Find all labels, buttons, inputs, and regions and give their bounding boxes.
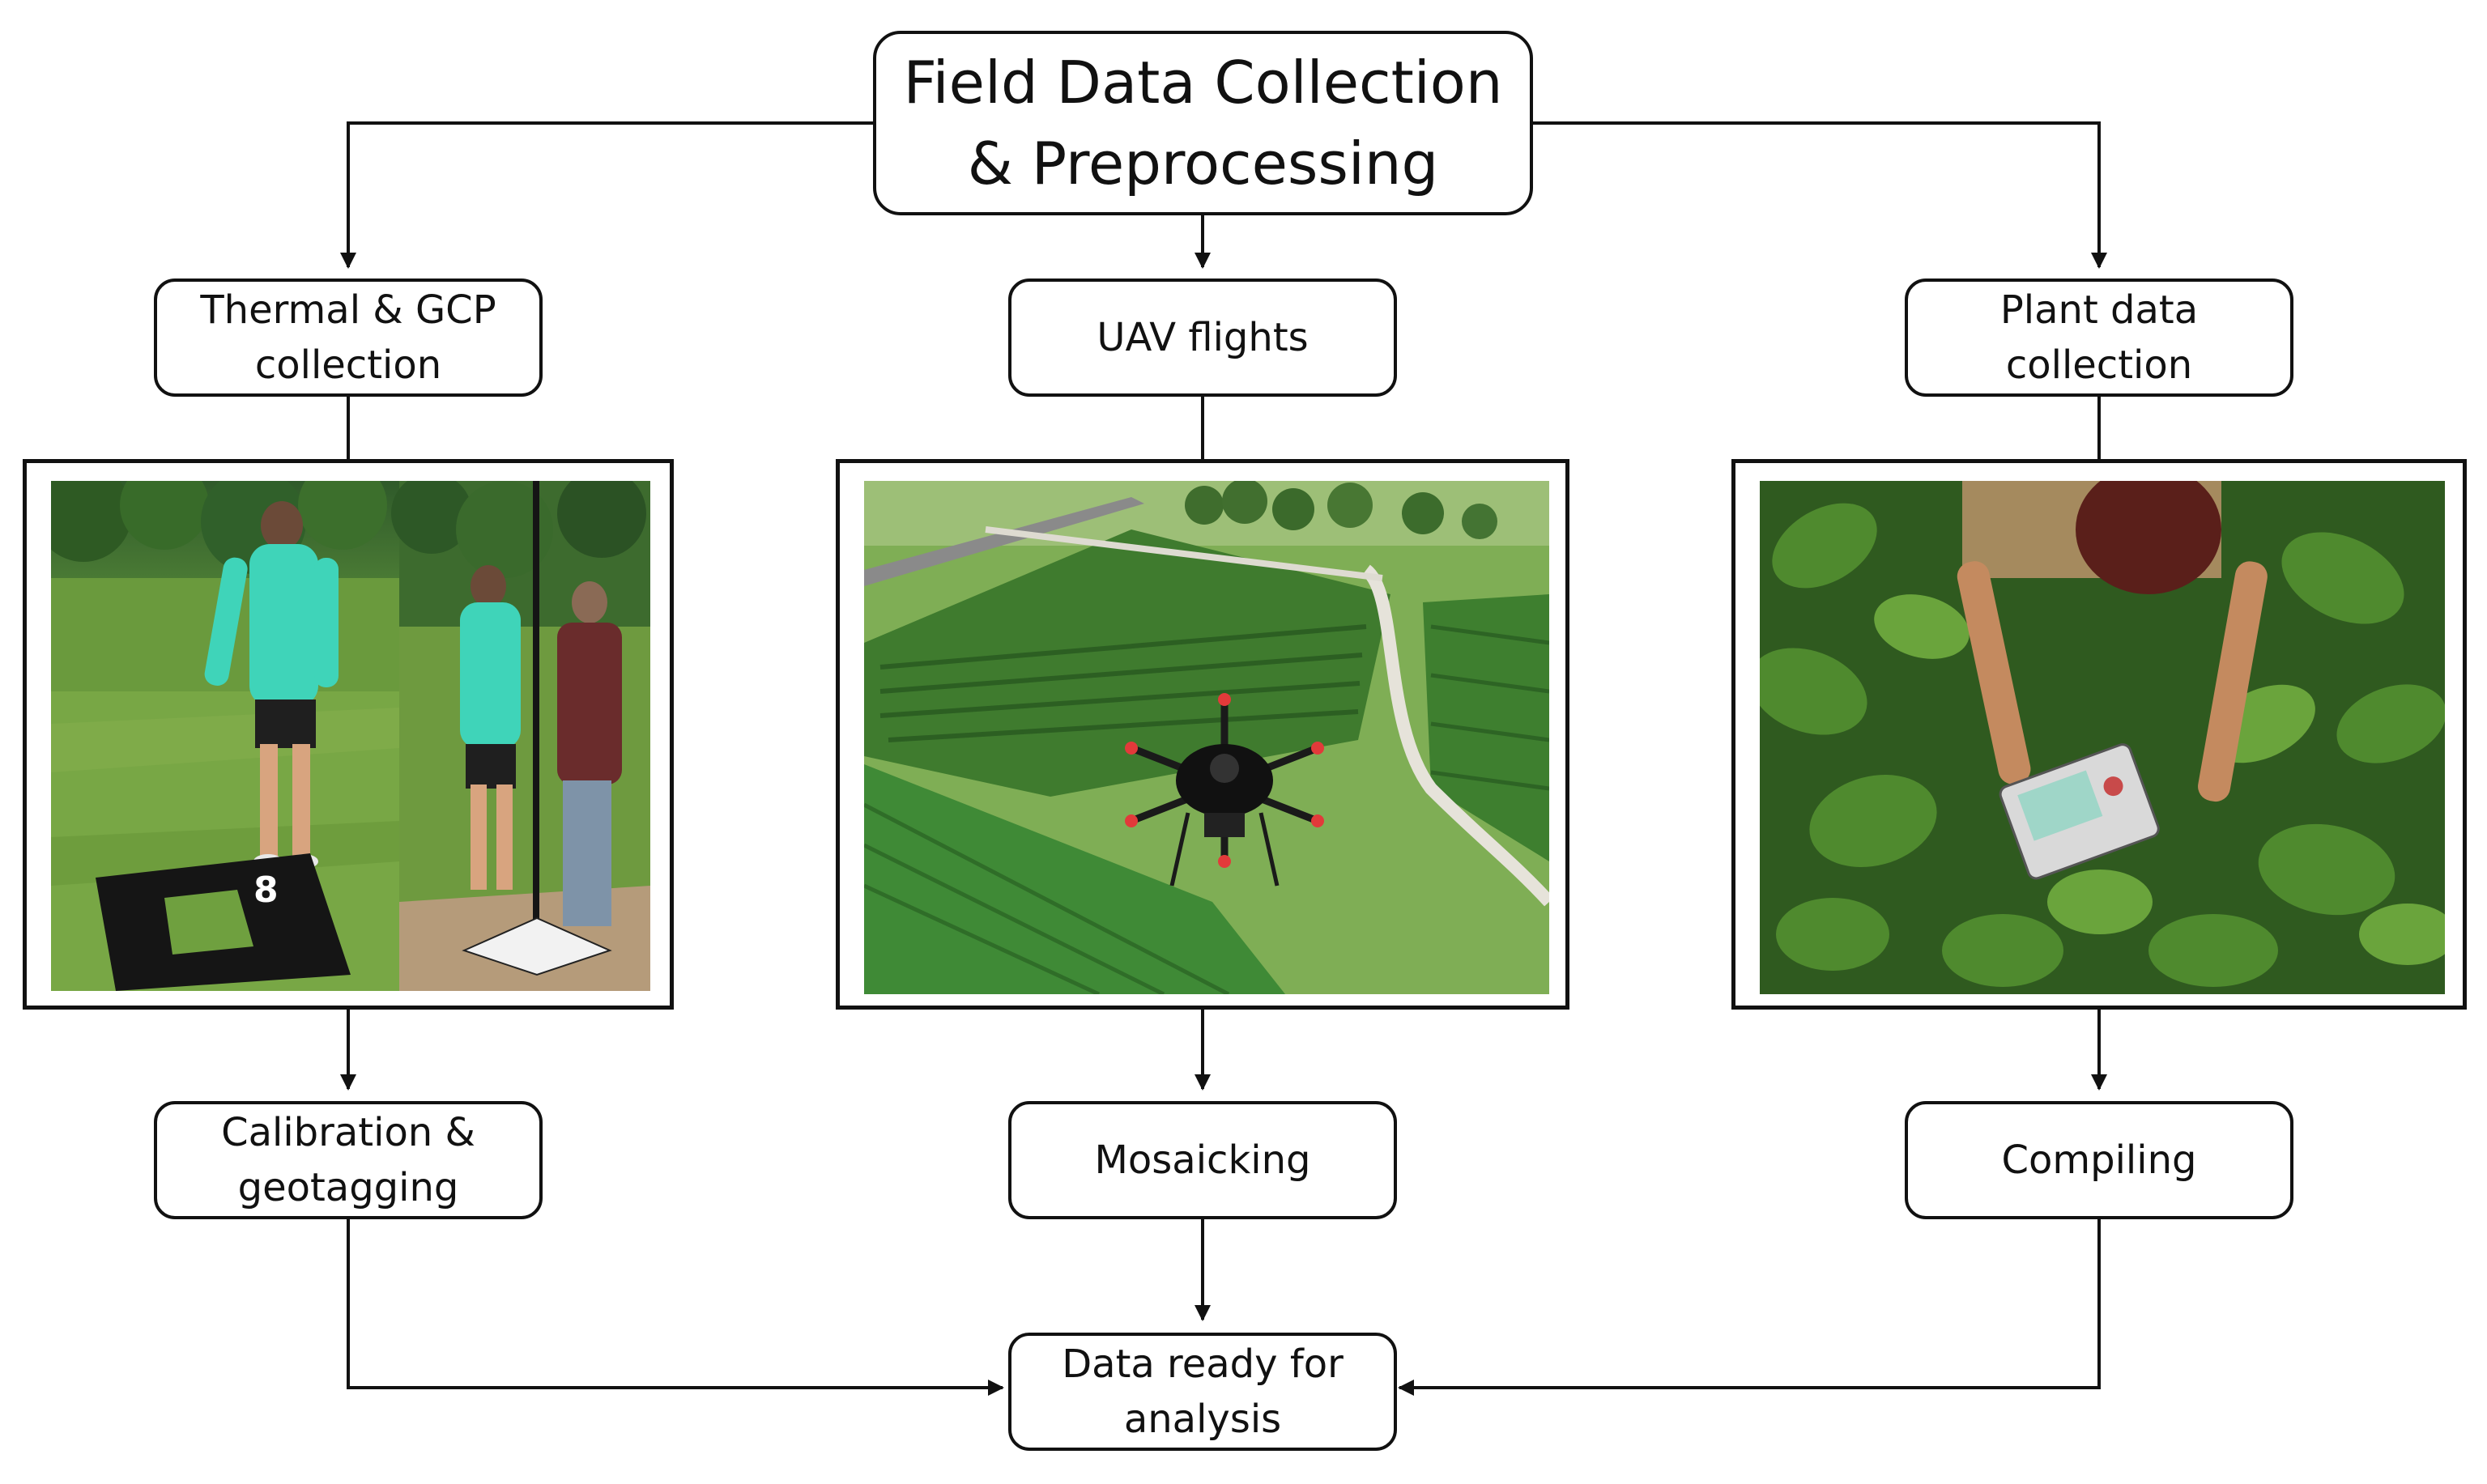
photo-frame-uav (836, 459, 1569, 1010)
photo-uav-drone (864, 481, 1549, 994)
photo-frame-plant (1731, 459, 2467, 1010)
node-compiling: Compiling (1905, 1101, 2293, 1219)
title-line-2: & Preprocessing (967, 130, 1439, 198)
node-data-ready: Data ready for analysis (1008, 1333, 1397, 1451)
node-uav-label: UAV flights (1097, 315, 1309, 360)
node-final-line-2: analysis (1123, 1397, 1282, 1442)
node-uav-flights: UAV flights (1008, 279, 1397, 397)
arrow-calibration-to-final (347, 1217, 1004, 1396)
node-thermal-gcp: Thermal & GCP collection (154, 279, 543, 397)
node-mosaicking-label: Mosaicking (1094, 1137, 1311, 1183)
gcp-marker-number: 8 (253, 870, 279, 911)
photo-thermal-gcp: 8 (51, 481, 650, 991)
node-compiling-label: Compiling (2001, 1137, 2197, 1183)
node-calibration-geotagging: Calibration & geotagging (154, 1101, 543, 1219)
node-mosaicking: Mosaicking (1008, 1101, 1397, 1219)
node-plant-data: Plant data collection (1905, 279, 2293, 397)
arrow-title-to-plant (1533, 121, 2107, 269)
photo-plant-measurement (1760, 481, 2445, 994)
node-calibration-line-2: geotagging (237, 1165, 459, 1210)
arrow-title-to-thermal (340, 121, 873, 269)
node-calibration-line-1: Calibration & (221, 1110, 475, 1155)
node-final-line-1: Data ready for (1062, 1342, 1344, 1387)
node-thermal-line-2: collection (254, 342, 442, 388)
node-thermal-line-1: Thermal & GCP (200, 287, 496, 333)
title-box: Field Data Collection & Preprocessing (873, 31, 1533, 215)
node-plant-line-2: collection (2005, 342, 2193, 388)
drone-shape (1125, 693, 1324, 887)
photo-frame-thermal: 8 (23, 459, 674, 1010)
node-plant-line-1: Plant data (1999, 287, 2199, 333)
title-line-1: Field Data Collection (903, 49, 1503, 117)
arrow-compiling-to-final (1398, 1217, 2101, 1396)
